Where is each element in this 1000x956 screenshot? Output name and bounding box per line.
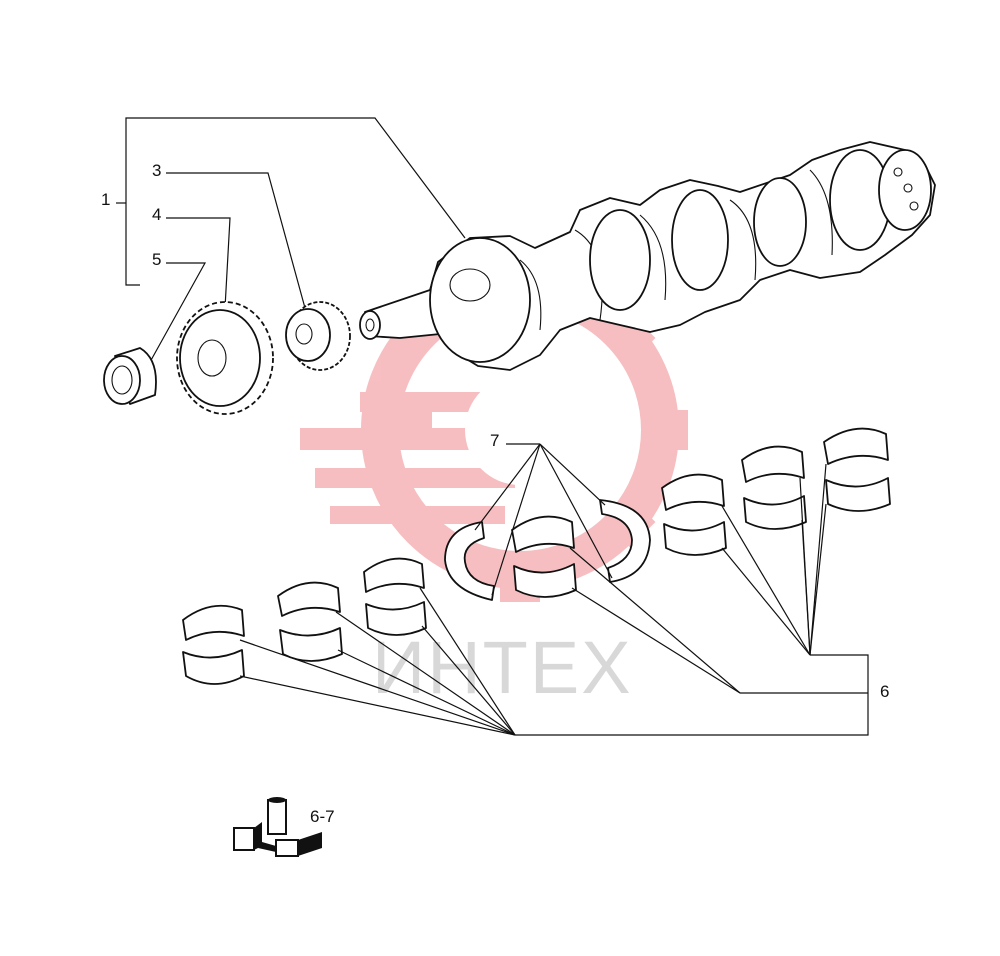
callout-4: 4 [152, 205, 161, 224]
bushing [103, 347, 157, 405]
crankshaft-gear [176, 301, 274, 415]
kit-reference: 6-7 [310, 807, 335, 826]
callout-4-leader [166, 217, 231, 309]
main-bearing-shells [182, 427, 891, 685]
callout-7-leaders [474, 443, 613, 596]
callout-3-leader [166, 172, 306, 309]
callout-1-leader [116, 117, 466, 286]
callout-1: 1 [101, 190, 110, 209]
crankshaft [359, 141, 936, 371]
timing-gear-small [285, 301, 351, 371]
callout-5-leader [149, 262, 207, 363]
watermark-text: ИНТЕХ [372, 626, 633, 709]
callout-3: 3 [152, 161, 161, 180]
kit-icon [233, 797, 322, 857]
callout-5: 5 [152, 250, 161, 269]
callout-7: 7 [490, 431, 499, 450]
callout-6-leaders [239, 463, 869, 736]
callout-6: 6 [880, 682, 889, 701]
